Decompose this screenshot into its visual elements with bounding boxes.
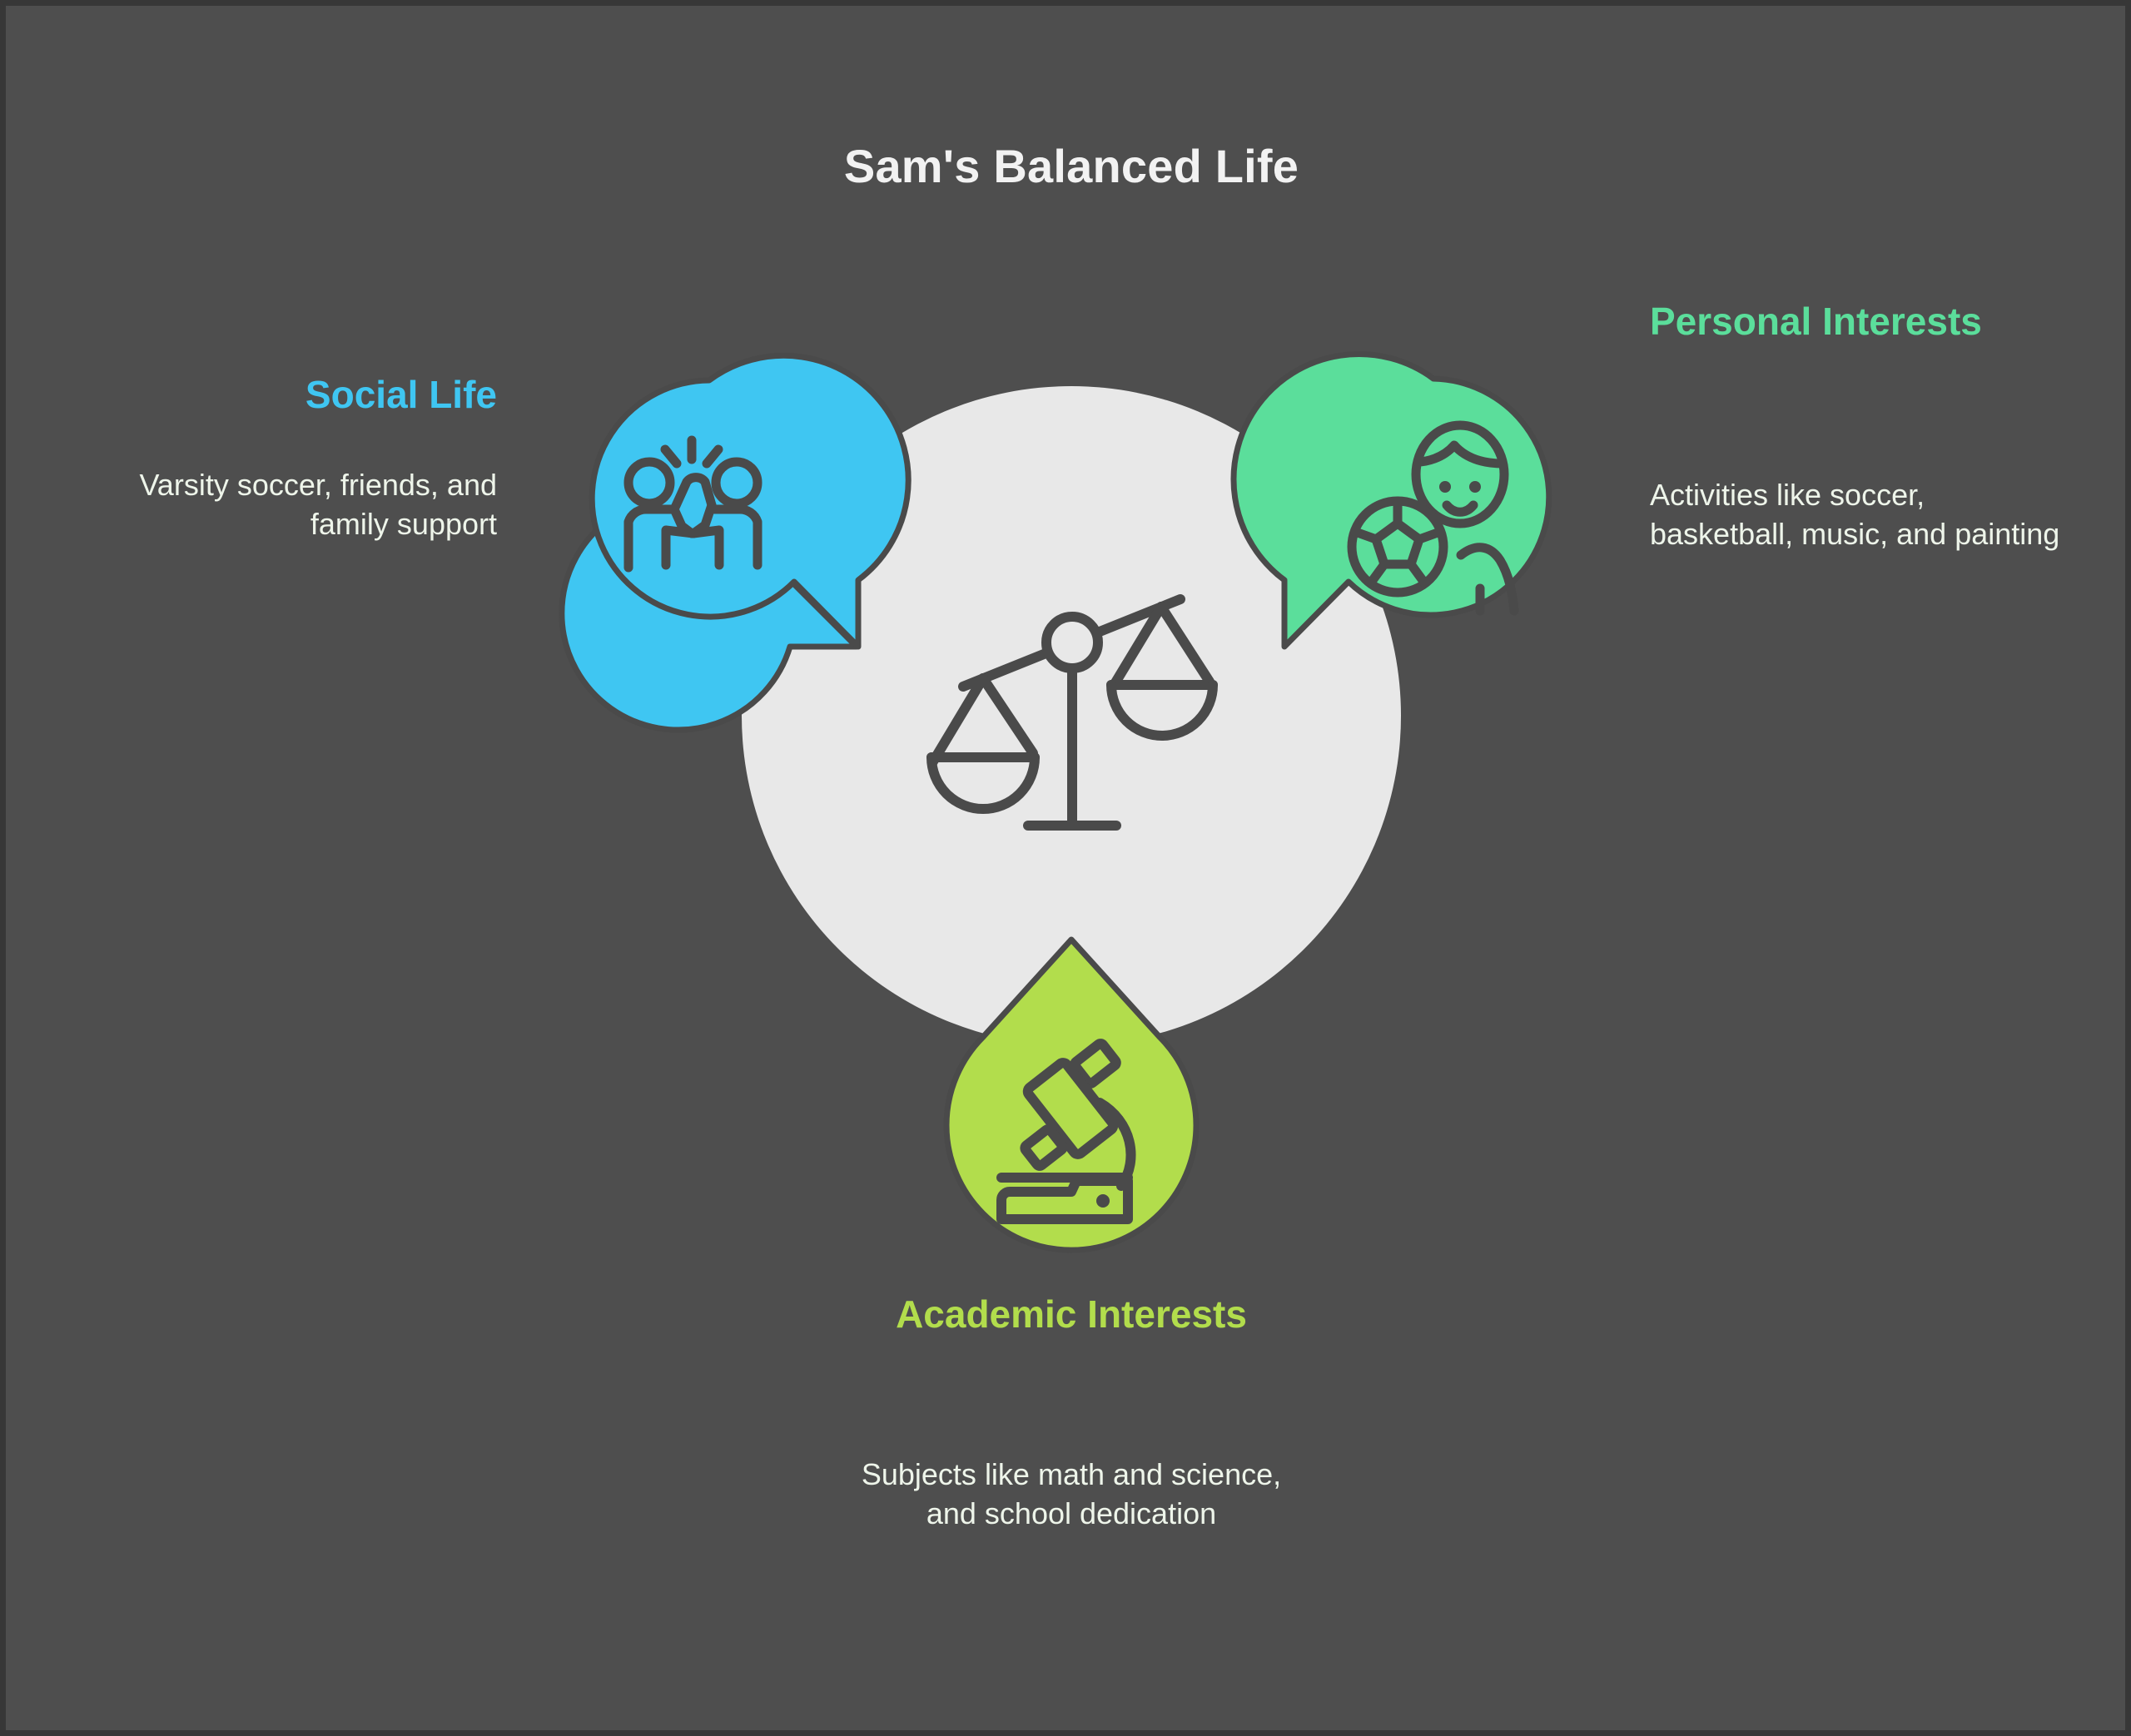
personal-interests-heading: Personal Interests <box>1650 300 1982 343</box>
balance-scale-icon <box>926 594 1218 831</box>
academic-interests-heading: Academic Interests <box>896 1292 1247 1336</box>
diagram-graphic <box>559 351 1552 1253</box>
social-life-pin[interactable] <box>559 352 912 733</box>
high-five-people-icon <box>623 435 762 573</box>
page-title: Sam's Balanced Life <box>843 140 1299 192</box>
personal-interests-pin[interactable] <box>1230 351 1552 650</box>
social-life-heading: Social Life <box>305 373 497 416</box>
microscope-icon <box>996 1039 1136 1224</box>
personal-interests-description: Activities like soccer, basketball, musi… <box>1650 478 2060 551</box>
soccer-player-icon <box>1347 420 1519 616</box>
academic-interests-description: Subjects like math and science, and scho… <box>861 1457 1282 1530</box>
academic-interests-pin[interactable] <box>943 936 1200 1253</box>
academic-interests-pin-body <box>943 936 1200 1253</box>
social-life-description: Varsity soccer, friends, and family supp… <box>139 468 497 541</box>
